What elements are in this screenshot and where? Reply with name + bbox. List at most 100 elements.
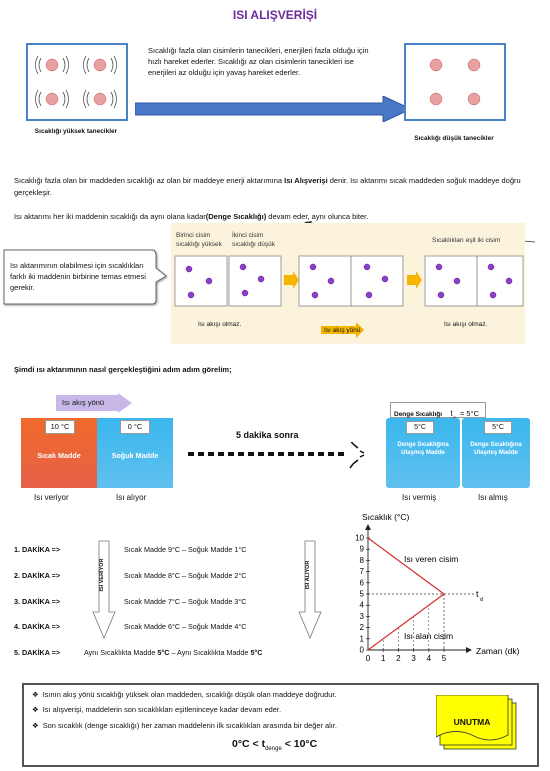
formula-a: 0°C < t [232, 738, 266, 750]
cold-name: Soğuk Madde [111, 451, 159, 460]
down-arrow-right-label: ISI ALIYOR [305, 560, 311, 590]
definition-paragraph: Sıcaklığı fazla olan bir maddeden sıcakl… [14, 175, 534, 199]
equal-objects-label: Sıcaklıkları eşit iki cisim [432, 237, 501, 244]
y-tick-label: 6 [360, 578, 365, 587]
note-label: UNUTMA [453, 717, 491, 727]
intro-text: Sıcaklığı fazla olan cisimlerin tanecikl… [148, 46, 369, 77]
page-title: ISI ALIŞVERİŞİ [232, 8, 318, 22]
equilibrium-text-b: devam eder, aynı olunca biter. [266, 212, 369, 221]
minute-text-5b-bold: 5°C [250, 648, 263, 657]
minute-text-4: Sıcak Madde 6°C – Soğuk Madde 4°C [124, 622, 247, 631]
formula-b: < 10°C [281, 738, 318, 750]
steps-title: Şimdi ısı aktarımının nasıl gerçekleştiğ… [14, 365, 232, 374]
summary-bullet-3: ❖ Son sıcaklık (denge sıcaklığı) her zam… [32, 721, 337, 730]
x-axis-label: Zaman (dk) [476, 646, 520, 656]
callout-shape [3, 249, 167, 305]
summary-formula: 0°C < tdenge < 10°C [232, 738, 317, 752]
equilibrium-term: (Denge Sıcaklığı) [205, 212, 267, 221]
heat-flow-arrow-icon [56, 393, 132, 413]
equilibrium-banner-label: Denge Sıcaklığı [394, 411, 443, 418]
minute-text-3: Sıcak Madde 7°C – Soğuk Madde 3°C [124, 597, 247, 606]
note-stack-icon [436, 695, 517, 750]
time-label: 5 dakika sonra [236, 430, 299, 440]
minute-text-5: Aynı Sıcaklıkta Madde 5°C – Aynı Sıcaklı… [84, 648, 263, 658]
y-tick-label: 9 [360, 545, 365, 554]
x-tick-label: 2 [396, 654, 401, 663]
equilibrium-text-a: Isı aktarımı her iki maddenin sıcaklığı … [14, 212, 206, 221]
hot-particles-box [26, 43, 128, 121]
x-tick-label: 3 [411, 654, 416, 663]
x-tick-label: 1 [381, 654, 386, 663]
series-line-1 [367, 537, 445, 595]
gave-heat-label: Isı vermiş [402, 493, 437, 502]
down-arrow-left-icon [92, 540, 116, 640]
no-heat-flow-right: Isı akışı olmaz. [444, 321, 488, 328]
cold-particles-illustration [429, 58, 481, 106]
hot-particles-label: Sıcaklığı yüksek tanecikler [34, 128, 118, 135]
x-tick-label: 0 [366, 654, 371, 663]
took-heat-label: Isı almış [478, 493, 508, 502]
minute-label-5: 5. DAKİKA => [14, 648, 61, 657]
cold-temp-box: 0 °C [120, 420, 150, 434]
minute-label-2: 2. DAKİKA => [14, 571, 61, 580]
minute-label-4: 4. DAKİKA => [14, 622, 61, 631]
cold-particles-box [404, 43, 506, 121]
heat-flow-label: Isı akış yönü [324, 327, 361, 334]
equilibrium-paragraph: Isı aktarımı her iki maddenin sıcaklığı … [14, 211, 534, 223]
y-axis-arrowhead [365, 524, 371, 530]
hot-temp-box: 10 °C [45, 420, 75, 434]
summary-text-3: Son sıcaklık (denge sıcaklığı) her zaman… [42, 721, 337, 730]
y-tick-label: 0 [360, 646, 365, 655]
y-tick-label: 2 [360, 623, 365, 632]
series-line-2 [367, 593, 445, 651]
x-tick-label: 5 [442, 654, 447, 663]
equilibrium-temp-2: 5°C [484, 421, 512, 434]
formula-sub: denge [265, 746, 282, 753]
definition-text-b: denir. Isı aktarımı sıcak maddeden soğuk… [14, 176, 521, 197]
minute-text-5a: Aynı Sıcaklıkta Madde [84, 648, 158, 657]
series-label-1: Isı veren cisim [404, 554, 458, 564]
summary-bullet-2: ❖ Isı alışverişi, maddelerin son sıcaklı… [32, 705, 281, 714]
definition-text-a: Sıcaklığı fazla olan bir maddeden sıcakl… [14, 176, 285, 185]
arrow-right-icon [135, 96, 413, 122]
y-tick-label: 10 [355, 534, 364, 543]
series-point-1 [367, 537, 369, 539]
series-label-2: Isı alan cisim [404, 631, 453, 641]
minute-text-5a-bold: 5°C [157, 648, 170, 657]
x-axis-arrowhead [466, 647, 472, 653]
minute-label-3: 3. DAKİKA => [14, 597, 61, 606]
y-tick-label: 1 [360, 634, 365, 643]
down-arrow-right-icon [298, 540, 322, 640]
summary-text-1: Isının akış yönü sıcaklığı yüksek olan m… [42, 690, 337, 699]
minute-text-1: Sıcak Madde 9°C – Soğuk Madde 1°C [124, 545, 247, 554]
equilibrium-banner: Denge Sıcaklığı td = 5°C [390, 402, 486, 422]
equilibrium-label: t [476, 589, 479, 599]
summary-text-2: Isı alışverişi, maddelerin son sıcaklıkl… [42, 705, 282, 714]
hot-name: Sıcak Madde [37, 451, 81, 460]
equilibrium-temp-1: 5°C [406, 421, 434, 434]
minute-label-1: 1. DAKİKA => [14, 545, 61, 554]
cold-particles-label: Sıcaklığı düşük tanecikler [414, 135, 494, 142]
y-tick-label: 7 [360, 567, 365, 576]
bullet-icon: ❖ [32, 690, 39, 699]
heat-flow-arrow-label: Isı akış yönü [62, 398, 105, 407]
callout-text: Isı aktarımının olabilmesi için sıcaklık… [10, 261, 146, 292]
minute-text-2: Sıcak Madde 8°C – Soğuk Madde 2°C [124, 571, 247, 580]
bullet-icon: ❖ [32, 705, 39, 714]
equilibrium-value: = 5°C [459, 409, 480, 418]
series-point-2 [443, 593, 445, 595]
equilibrium-symbol: t [450, 409, 453, 418]
equilibrium-name-2: Denge Sıcaklığına Ulaşmış Madde [470, 442, 522, 456]
bullet-icon: ❖ [32, 721, 39, 730]
equilibrium-label-sub: d [480, 597, 483, 603]
y-axis-label: Sıcaklık (°C) [362, 512, 409, 522]
series-point-2 [367, 649, 369, 651]
summary-bullet-1: ❖ Isının akış yönü sıcaklığı yüksek olan… [32, 690, 337, 699]
y-tick-label: 4 [360, 601, 365, 610]
hot-particles-illustration [35, 55, 117, 109]
heat-diagram-cells [174, 255, 524, 338]
y-tick-label: 8 [360, 556, 365, 565]
down-arrow-left-label: ISI VERİYOR [99, 558, 105, 592]
no-heat-flow-left: Isı akışı olmaz. [198, 321, 242, 328]
